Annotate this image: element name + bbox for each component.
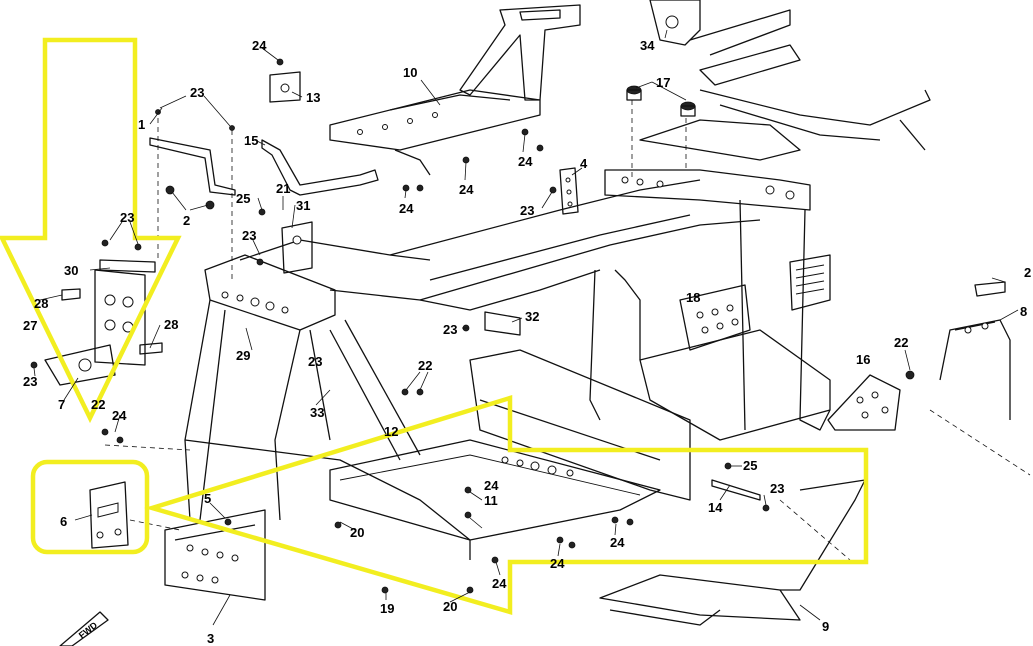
part-2-pad bbox=[974, 281, 1006, 297]
part-9-rear-mount bbox=[599, 479, 866, 626]
callout-23g: 23 bbox=[23, 374, 37, 389]
callout-10: 10 bbox=[403, 65, 417, 80]
callout-24c: 24 bbox=[459, 182, 474, 197]
callout-27: 27 bbox=[23, 318, 37, 333]
callout-22a: 22 bbox=[418, 358, 432, 373]
callout-22c: 22 bbox=[91, 397, 105, 412]
callout-33: 33 bbox=[310, 405, 324, 420]
callout-23c: 23 bbox=[242, 228, 256, 243]
highlight-arrow-down bbox=[0, 37, 182, 424]
callout-12: 12 bbox=[384, 424, 398, 439]
part-30-bracket bbox=[94, 259, 156, 366]
part-4-bracket bbox=[559, 167, 579, 215]
callout-24i: 24 bbox=[492, 576, 507, 591]
fwd-label: FWD bbox=[77, 620, 100, 641]
fwd-arrow-icon: FWD bbox=[59, 611, 109, 646]
callout-28a: 28 bbox=[34, 296, 48, 311]
callout-34: 34 bbox=[640, 38, 655, 53]
part-31-bracket bbox=[281, 221, 313, 274]
callout-17: 17 bbox=[656, 75, 670, 90]
callout-20a: 20 bbox=[350, 525, 364, 540]
part-32-bracket bbox=[484, 311, 521, 336]
callout-29: 29 bbox=[236, 348, 250, 363]
callout-19: 19 bbox=[380, 601, 394, 616]
part-rear-rack-frame bbox=[689, 9, 931, 151]
callout-6: 6 bbox=[60, 514, 67, 529]
part-10-crossmember bbox=[329, 89, 541, 176]
callout-30: 30 bbox=[64, 263, 78, 278]
callout-20b: 20 bbox=[443, 599, 457, 614]
callout-28b: 28 bbox=[164, 317, 178, 332]
callout-4: 4 bbox=[580, 156, 588, 171]
callout-24a: 24 bbox=[252, 38, 267, 53]
part-6-bracket bbox=[89, 481, 129, 549]
part-7-bracket bbox=[44, 344, 116, 386]
callout-31: 31 bbox=[296, 198, 310, 213]
callout-25b: 25 bbox=[743, 458, 757, 473]
callout-5: 5 bbox=[204, 491, 211, 506]
part-17-grommets bbox=[626, 85, 696, 117]
callout-23a: 23 bbox=[190, 85, 204, 100]
callout-24b: 24 bbox=[518, 154, 533, 169]
highlight-box-part-6 bbox=[30, 459, 150, 555]
callout-3: 3 bbox=[207, 631, 214, 646]
callout-1: 1 bbox=[138, 117, 145, 132]
callout-32: 32 bbox=[525, 309, 539, 324]
callout-13: 13 bbox=[306, 90, 320, 105]
part-13-bracket bbox=[269, 71, 301, 103]
part-1-bracket bbox=[149, 137, 236, 196]
part-rear-upper-mount bbox=[459, 4, 581, 101]
callout-23b: 23 bbox=[120, 210, 134, 225]
callout-16: 16 bbox=[856, 352, 870, 367]
callout-23e: 23 bbox=[443, 322, 457, 337]
callout-9: 9 bbox=[822, 619, 829, 634]
part-16-footrest bbox=[827, 374, 901, 431]
part-28-pads bbox=[61, 288, 163, 355]
part-8-hoop bbox=[939, 319, 1011, 420]
callout-2b: 2 bbox=[1024, 265, 1031, 280]
callouts: 1 2 3 4 5 6 7 8 9 10 11 12 13 14 15 16 1… bbox=[23, 38, 1031, 646]
callout-24e: 24 bbox=[112, 408, 127, 423]
callout-23h: 23 bbox=[770, 481, 784, 496]
callout-22b: 22 bbox=[894, 335, 908, 350]
callout-24d: 24 bbox=[399, 201, 414, 216]
callout-24h: 24 bbox=[550, 556, 565, 571]
part-34-plate bbox=[649, 0, 701, 46]
callout-7: 7 bbox=[58, 397, 65, 412]
callout-23d: 23 bbox=[520, 203, 534, 218]
callout-8: 8 bbox=[1020, 304, 1027, 319]
callout-14: 14 bbox=[708, 500, 723, 515]
callout-25a: 25 bbox=[236, 191, 250, 206]
callout-23f: 23 bbox=[308, 354, 322, 369]
callout-11: 11 bbox=[484, 493, 498, 508]
main-frame bbox=[164, 119, 831, 601]
highlight-arrow-left bbox=[144, 394, 869, 615]
part-15-strap bbox=[261, 139, 379, 196]
callout-21: 21 bbox=[276, 181, 290, 196]
callout-15: 15 bbox=[244, 133, 258, 148]
part-14-strap bbox=[711, 479, 761, 501]
callout-24f: 24 bbox=[484, 478, 499, 493]
callout-2: 2 bbox=[183, 213, 190, 228]
callout-24g: 24 bbox=[610, 535, 625, 550]
leader-lines bbox=[33, 29, 1019, 626]
part-18-footrest bbox=[679, 284, 751, 351]
callout-18: 18 bbox=[686, 290, 700, 305]
